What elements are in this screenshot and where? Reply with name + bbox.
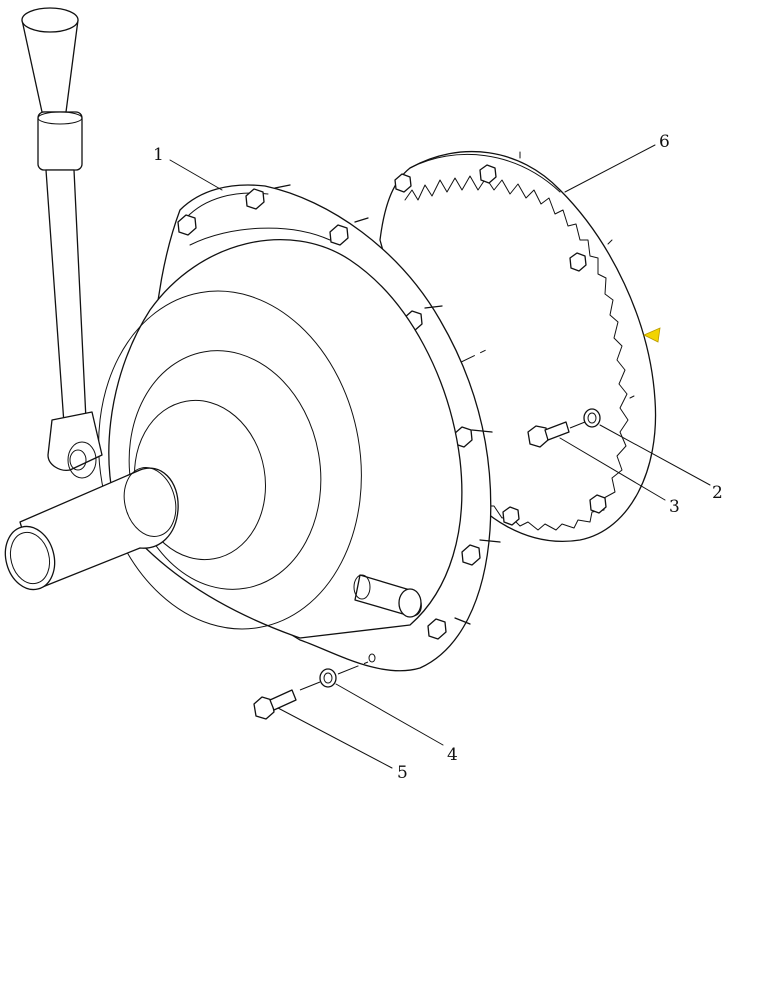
callout-6: 6: [659, 132, 670, 152]
callout-5: 5: [397, 763, 408, 783]
transmission-housing: [98, 184, 501, 672]
dowel-pin: [353, 574, 422, 618]
shift-lever: [21, 7, 103, 479]
callout-labels: 1 2 3 4 5 6: [153, 132, 723, 783]
indicator-marker: [643, 327, 661, 343]
ring-bolt-heads: [394, 164, 607, 526]
callout-1: 1: [153, 145, 164, 165]
capscrew-5: [253, 689, 297, 720]
leader-lines: [169, 144, 711, 769]
flange-studs: [274, 184, 501, 625]
lock-washer-2: [583, 408, 601, 428]
washer-4: [319, 668, 337, 688]
callout-2: 2: [712, 483, 723, 503]
bolt-3: [527, 421, 586, 448]
output-shaft: [4, 467, 179, 591]
callout-3: 3: [669, 497, 680, 517]
callout-4: 4: [447, 745, 458, 765]
